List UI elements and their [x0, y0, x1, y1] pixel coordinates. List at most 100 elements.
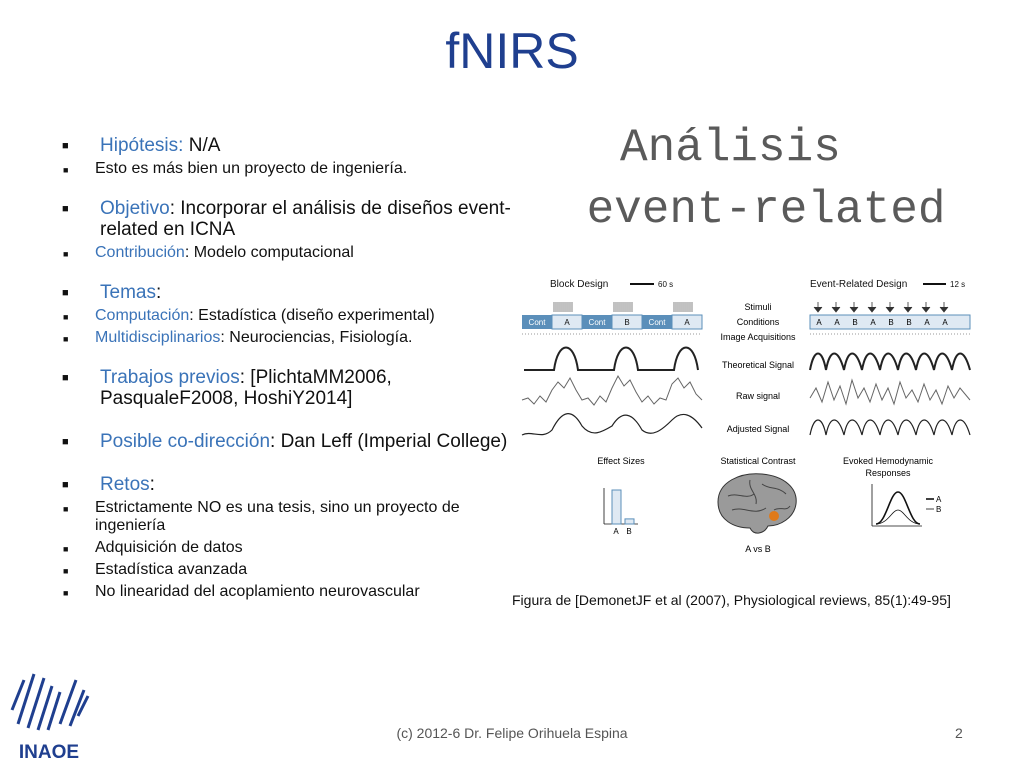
reto-text: Estrictamente NO es una tesis, sino un p…	[95, 499, 460, 534]
logo-mark	[10, 673, 90, 731]
bullet-retos: Retos:	[62, 474, 522, 496]
block-cond-label: A	[564, 318, 570, 327]
row-label-raw: Raw signal	[736, 391, 780, 401]
design-figure: Block Design 60 s Event-Related Design 1…	[521, 279, 971, 554]
block-design-title: Block Design	[550, 279, 608, 290]
event-cond-label: B	[852, 318, 857, 327]
multi-value: : Neurociencias, Fisiología.	[220, 329, 413, 346]
block-cond-box	[582, 315, 612, 329]
event-conditions: A A B A B B A A	[809, 314, 971, 330]
logo-text: INAOE	[19, 742, 79, 763]
event-cond-label: A	[834, 318, 840, 327]
footer-text: (c) 2012-6 Dr. Felipe Orihuela Espina	[396, 725, 628, 741]
sub-bullet-text: Esto es más bien un proyecto de ingenier…	[95, 160, 408, 177]
sub-bullet-reto-3: Estadística avanzada	[12, 561, 522, 580]
bullet-objetivo: Objetivo: Incorporar el análisis de dise…	[62, 198, 522, 240]
page-number: 2	[955, 725, 963, 741]
block-cond-label: A	[684, 318, 690, 327]
block-cond-box	[522, 315, 552, 329]
sub-bullet-contribucion: Contribución: Modelo computacional	[12, 244, 522, 263]
block-raw-signal	[521, 374, 703, 406]
event-scale: 12 s	[950, 280, 965, 289]
row-label-acquisitions: Image Acquisitions	[720, 332, 796, 342]
effect-size-chart: A B	[603, 488, 638, 536]
temas-colon: :	[155, 282, 162, 303]
block-scale: 60 s	[658, 280, 673, 289]
computacion-label: Computación	[95, 307, 190, 324]
effect-sizes-title: Effect Sizes	[597, 456, 645, 466]
block-cond-box	[671, 314, 703, 330]
legend-b: B	[936, 505, 941, 514]
analysis-heading-line1: Análisis	[620, 122, 841, 174]
inaoe-logo: INAOE	[10, 673, 90, 763]
hemodynamic-curve-b	[875, 509, 921, 525]
block-adjusted-signal	[521, 413, 703, 436]
objetivo-label: Objetivo	[100, 198, 170, 219]
block-theoretical-signal	[524, 346, 699, 371]
retos-label: Retos	[100, 474, 150, 495]
codir-label: Posible co-dirección	[100, 431, 271, 452]
reto-text: No linearidad del acoplamiento neurovasc…	[95, 583, 420, 600]
event-cond-label: A	[942, 318, 948, 327]
block-stimuli	[553, 302, 693, 312]
legend-a: A	[936, 495, 942, 504]
codir-value: : Dan Leff (Imperial College)	[270, 431, 508, 452]
contribucion-value: : Modelo computacional	[184, 244, 354, 261]
brain-image: A vs B	[717, 473, 797, 554]
event-cond-label: A	[924, 318, 930, 327]
event-cond-label: A	[816, 318, 822, 327]
temas-label: Temas	[100, 282, 156, 303]
trabajos-value: : [PlichtaMM2006, PasqualeF2008, HoshiY2…	[100, 367, 392, 409]
bullet-codireccion: Posible co-dirección: Dan Leff (Imperial…	[62, 431, 522, 453]
effect-bar-a	[611, 489, 622, 525]
multi-label: Multidisciplinarios	[95, 329, 221, 346]
slide-title: fNIRS	[445, 23, 579, 79]
event-adjusted-signal	[809, 419, 971, 436]
event-cond-strip	[809, 314, 971, 330]
block-cond-label: Cont	[529, 318, 547, 327]
block-cond-label: B	[624, 318, 629, 327]
contrast-label: A vs B	[745, 544, 771, 554]
hemodynamic-curve-a	[875, 491, 921, 525]
computacion-value: : Estadística (diseño experimental)	[189, 307, 435, 324]
row-label-stimuli: Stimuli	[744, 302, 771, 312]
bullet-temas: Temas:	[62, 282, 522, 304]
event-theoretical-signal	[809, 352, 971, 371]
event-design-title: Event-Related Design	[810, 279, 907, 290]
sub-bullet-multidisciplinarios: Multidisciplinarios: Neurociencias, Fisi…	[12, 329, 522, 348]
contrast-activation	[769, 511, 779, 521]
event-stimuli	[813, 302, 949, 313]
event-cond-label: B	[888, 318, 893, 327]
effect-bar-label-b: B	[626, 527, 631, 536]
effect-bar-b	[624, 518, 635, 525]
row-label-conditions: Conditions	[737, 317, 780, 327]
analysis-heading-line2: event-related	[586, 184, 946, 236]
effect-bar-label-a: A	[613, 527, 619, 536]
hipotesis-value: N/A	[183, 135, 221, 156]
block-cond-label: Cont	[649, 318, 667, 327]
sub-bullet-ingenieria: Esto es más bien un proyecto de ingenier…	[12, 160, 522, 179]
objetivo-value: : Incorporar el análisis de diseños even…	[100, 198, 511, 240]
bullet-trabajos: Trabajos previos: [PlichtaMM2006, Pasqua…	[62, 367, 522, 409]
sub-bullet-reto-4: No linearidad del acoplamiento neurovasc…	[12, 583, 522, 602]
row-label-adjusted: Adjusted Signal	[727, 424, 790, 434]
event-cond-label: A	[870, 318, 876, 327]
reto-text: Estadística avanzada	[95, 561, 248, 578]
sub-bullet-computacion: Computación: Estadística (diseño experim…	[12, 307, 522, 326]
sub-bullet-reto-1: Estrictamente NO es una tesis, sino un p…	[12, 499, 522, 535]
hemodynamic-title-line1: Evoked Hemodynamic	[843, 456, 934, 466]
row-label-theoretical: Theoretical Signal	[722, 360, 794, 370]
block-conditions: Cont A Cont B Cont A	[522, 314, 703, 330]
bullet-list: Hipótesis: N/A Esto es más bien un proye…	[62, 135, 522, 602]
figure-caption: Figura de [DemonetJF et al (2007), Physi…	[512, 592, 951, 608]
trabajos-label: Trabajos previos	[100, 367, 240, 388]
bullet-hipotesis: Hipótesis: N/A	[62, 135, 522, 157]
event-cond-label: B	[906, 318, 911, 327]
block-cond-box	[642, 315, 672, 329]
sub-bullet-reto-2: Adquisición de datos	[12, 539, 522, 558]
contribucion-label: Contribución	[95, 244, 185, 261]
hemodynamic-plot: A B	[871, 484, 942, 527]
event-raw-signal	[809, 378, 971, 406]
hipotesis-label: Hipótesis	[100, 135, 179, 156]
retos-colon: :	[149, 474, 155, 495]
